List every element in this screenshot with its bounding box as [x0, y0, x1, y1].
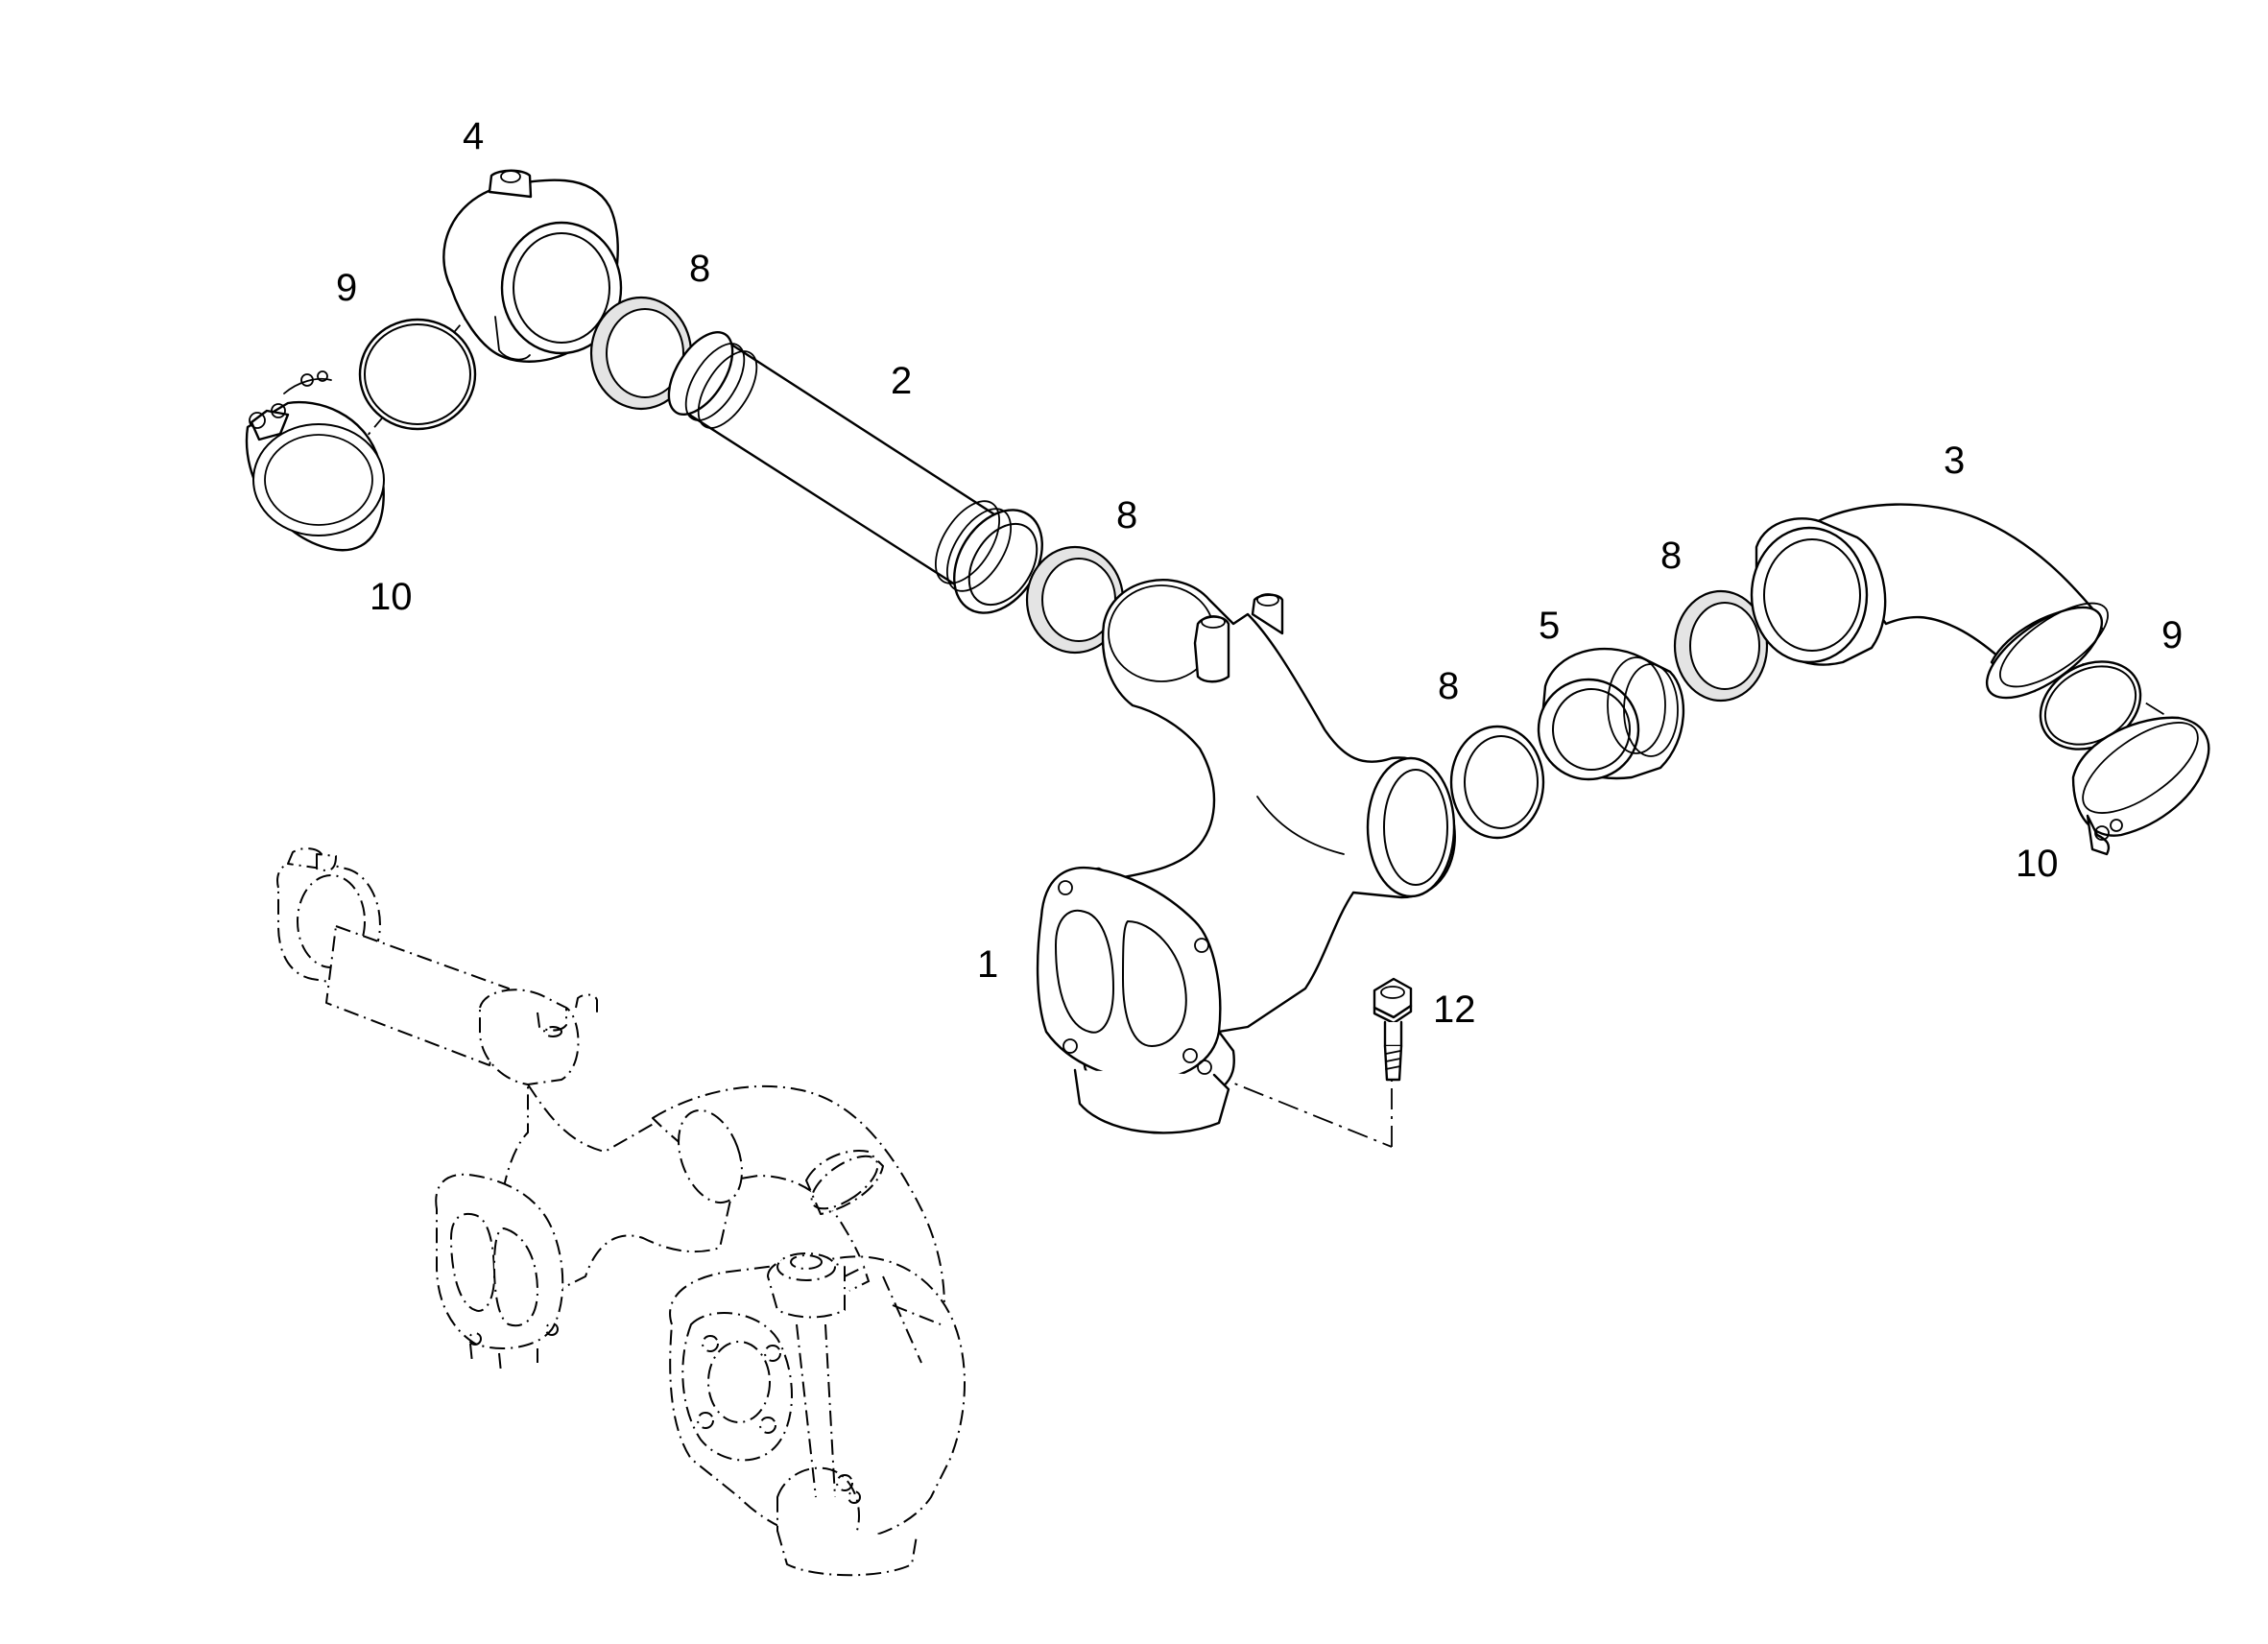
callout-8-lower: 8 [1438, 665, 1459, 707]
part-1-exhaust-manifold [1036, 579, 1456, 1134]
callout-2: 2 [891, 360, 912, 402]
part-9-oring-right [2039, 660, 2142, 751]
part-8-seal-lower [1449, 725, 1545, 840]
callout-8-middle: 8 [1116, 494, 1137, 536]
callout-10-right: 10 [2016, 843, 2059, 885]
callout-10-left: 10 [370, 576, 413, 618]
callout-9-left: 9 [336, 267, 357, 309]
callout-1: 1 [977, 943, 998, 986]
part-8-seal-middle [1025, 545, 1125, 655]
part-9-oring-left [358, 318, 477, 431]
phantom-installed-assembly [276, 847, 966, 1577]
part-4-elbow-housing [442, 169, 623, 363]
callout-8-top: 8 [689, 248, 710, 290]
callout-labels: 1 2 3 4 5 8 8 8 8 9 9 10 10 12 [336, 115, 2183, 1031]
part-3-bend-pipe [1750, 503, 2109, 700]
callout-9-right: 9 [2161, 614, 2183, 656]
part-2-straight-pipe [667, 330, 1043, 614]
callout-12: 12 [1433, 989, 1476, 1031]
part-5-coupling-sleeve [1537, 647, 1685, 781]
callout-5: 5 [1539, 605, 1560, 647]
callout-4: 4 [463, 115, 484, 157]
part-8-seal-right [1673, 589, 1769, 703]
callout-3: 3 [1944, 440, 1965, 482]
callout-8-right: 8 [1660, 535, 1682, 577]
part-10-clamp-left [245, 370, 385, 552]
part-10-clamp-right [2071, 716, 2210, 856]
part-12-bolt [1373, 977, 1413, 1082]
